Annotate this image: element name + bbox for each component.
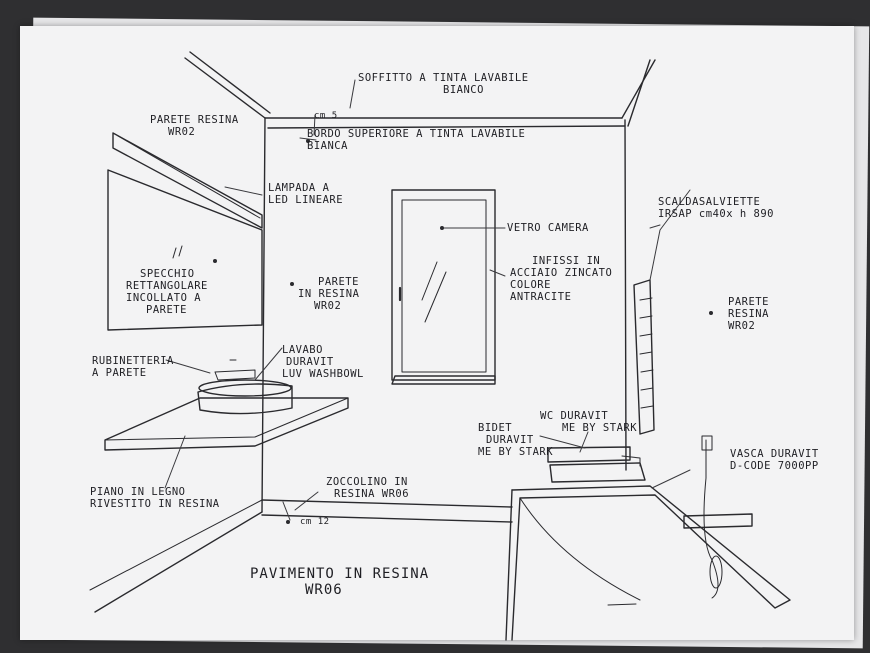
label-frames: INFISSI IN ACCIAIO ZINCATO COLORE ANTRAC… [510, 255, 613, 303]
ceiling-edge-left [184, 57, 266, 119]
label-led-lamp: LAMPADA A LED LINEARE [268, 182, 344, 206]
label-bathtub: VASCA DURAVIT D-CODE 7000PP [730, 448, 819, 472]
label-shelf: PIANO IN LEGNO RIVESTITO IN RESINA [90, 486, 220, 510]
shower-hose [703, 439, 719, 599]
marker-dot [290, 282, 294, 286]
marker-dot [213, 259, 217, 263]
label-towel-warmer: SCALDASALVIETTE IRSAP cm40x h 890 [658, 196, 774, 220]
marker-dot [440, 226, 444, 230]
label-mirror: SPECCHIO RETTANGOLARE INCOLLATO A PARETE [126, 268, 208, 316]
wooden-shelf [104, 397, 349, 451]
towel-warmer [633, 279, 655, 435]
floor-back-line [261, 499, 513, 508]
marker-dot [306, 139, 310, 143]
paper-sheet [20, 26, 854, 640]
wc [547, 446, 631, 463]
floor-back-line-2 [261, 514, 513, 523]
label-glass: VETRO CAMERA [507, 222, 589, 234]
label-washbowl: LAVABO DURAVIT LUV WASHBOWL [282, 344, 364, 380]
window-outer [391, 189, 496, 381]
label-wall-right: PARETE RESINA WR02 [728, 296, 769, 332]
ceiling-edge-right-2 [627, 59, 651, 127]
label-wc: WC DURAVIT ME BY STARK [540, 410, 638, 434]
label-cm12: cm 12 [300, 517, 330, 527]
label-wall-left: PARETE RESINA WR02 [150, 114, 239, 138]
label-faucet: RUBINETTERIA A PARETE [92, 355, 174, 379]
faucet [214, 369, 256, 381]
floor-edge-left [94, 511, 263, 613]
marker-dot [709, 311, 713, 315]
label-wall-center: PARETE IN RESINA WR02 [298, 276, 360, 312]
bathtub [511, 485, 791, 641]
skirting-left [89, 499, 263, 591]
bidet [549, 462, 646, 483]
ceiling-edge-left-2 [189, 51, 271, 114]
marker-dot [286, 520, 290, 524]
label-ceiling: SOFFITTO A TINTA LAVABILE BIANCO [358, 72, 529, 96]
back-wall-left-edge [261, 117, 266, 513]
top-border-line [267, 125, 626, 129]
led-lamp [112, 132, 263, 229]
label-cm5: cm 5 [314, 111, 338, 121]
window-inner [401, 199, 487, 373]
ceiling-edge-right [621, 59, 656, 119]
back-wall-right-edge [624, 119, 627, 471]
label-floor: PAVIMENTO IN RESINA WR06 [250, 566, 430, 598]
mirror [107, 169, 263, 331]
label-skirting: ZOCCOLINO IN RESINA WR06 [326, 476, 410, 500]
washbowl [197, 383, 293, 415]
label-bidet: BIDET DURAVIT ME BY STARK [478, 422, 554, 458]
label-top-border: BORDO SUPERIORE A TINTA LAVABILE BIANCA [307, 128, 526, 152]
